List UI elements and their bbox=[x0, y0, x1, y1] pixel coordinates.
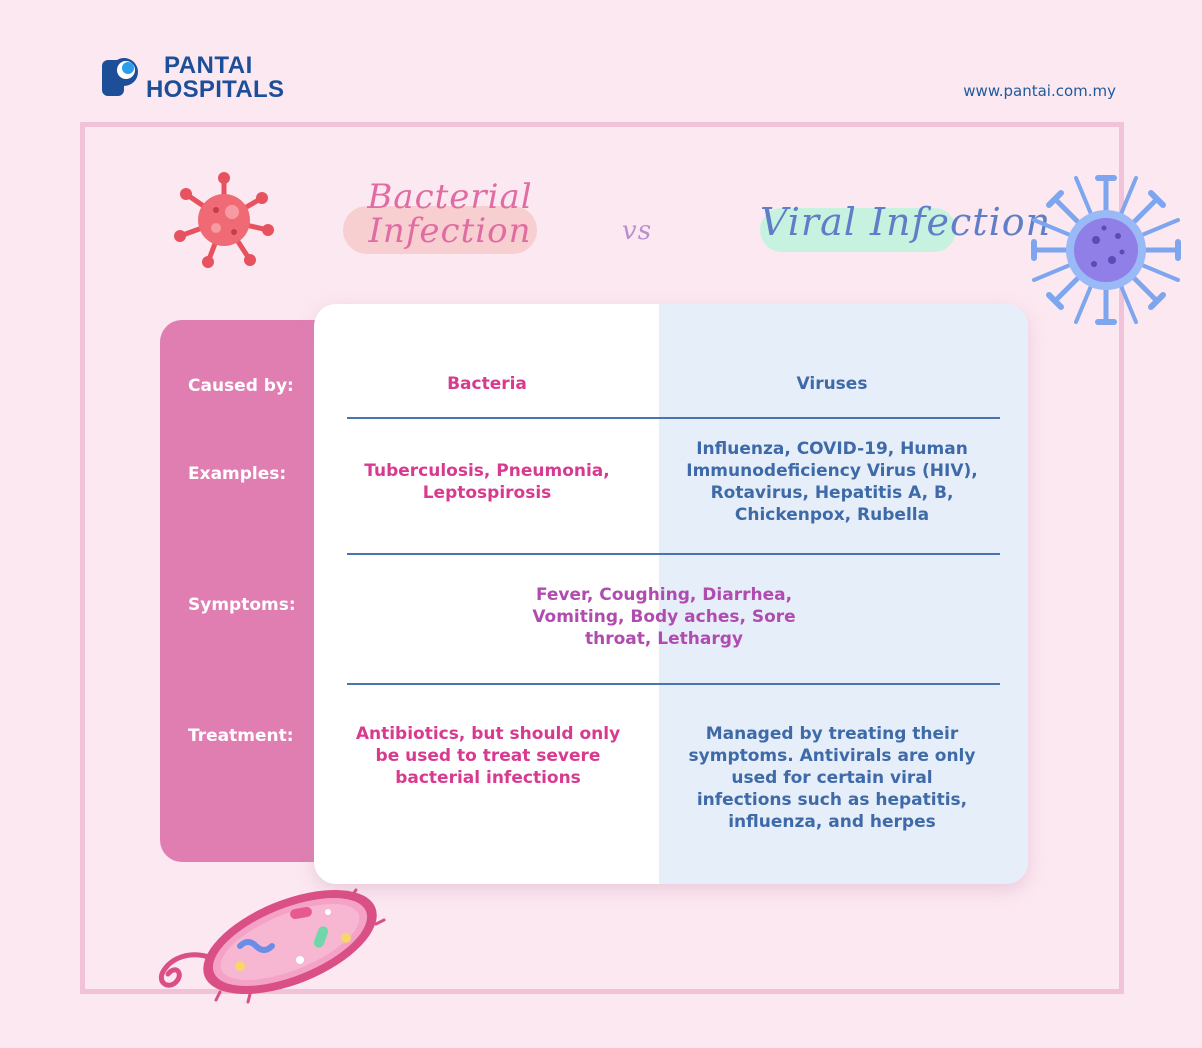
virus-icon bbox=[1031, 175, 1181, 325]
treatment-bacterial-cell: Antibiotics, but should only be used to … bbox=[355, 724, 621, 788]
bacterial-title-highlight bbox=[343, 206, 537, 254]
pantai-logo-icon bbox=[102, 58, 138, 96]
examples-viral-cell: Influenza, COVID-19, Human Immunodeficie… bbox=[686, 439, 978, 525]
bacterial-title-line1: Bacterial bbox=[367, 177, 533, 217]
viral-column-background bbox=[659, 304, 1028, 884]
website-link[interactable]: www.pantai.com.my bbox=[963, 82, 1116, 100]
treatment-label: Treatment: bbox=[188, 726, 294, 746]
bacteria-virus-icon bbox=[174, 172, 274, 268]
symptoms-shared-cell: Fever, Coughing, Diarrhea, Vomiting, Bod… bbox=[532, 585, 796, 649]
examples-bacterial-cell: Tuberculosis, Pneumonia, Leptospirosis bbox=[364, 461, 610, 503]
comparison-table-card bbox=[314, 304, 1028, 884]
symptoms-label: Symptoms: bbox=[188, 595, 296, 615]
pantai-logo[interactable]: PANTAI HOSPITALS bbox=[100, 54, 284, 102]
row-labels-panel bbox=[160, 320, 340, 862]
caused-by-viral-cell: Viruses bbox=[796, 374, 868, 394]
vs-label: vs bbox=[622, 216, 653, 246]
examples-label: Examples: bbox=[188, 464, 287, 484]
bacterium-icon bbox=[158, 888, 386, 1004]
treatment-viral-cell: Managed by treating their symptoms. Anti… bbox=[688, 724, 976, 832]
row-divider-1 bbox=[347, 417, 1000, 419]
row-divider-3 bbox=[347, 683, 1000, 685]
caused-by-bacterial-cell: Bacteria bbox=[447, 374, 527, 394]
logo-wordmark-line2: HOSPITALS bbox=[146, 76, 285, 103]
content-frame bbox=[80, 122, 1124, 994]
viral-title-highlight bbox=[760, 208, 956, 252]
bacterial-infection-title: Bacterial Infection bbox=[360, 180, 540, 248]
bacterial-title-line2: Infection bbox=[368, 211, 532, 251]
row-divider-2 bbox=[347, 553, 1000, 555]
caused-by-label: Caused by: bbox=[188, 376, 294, 396]
logo-wordmark-line1: PANTAI bbox=[164, 52, 253, 79]
viral-infection-title: Viral Infection bbox=[760, 200, 1052, 244]
